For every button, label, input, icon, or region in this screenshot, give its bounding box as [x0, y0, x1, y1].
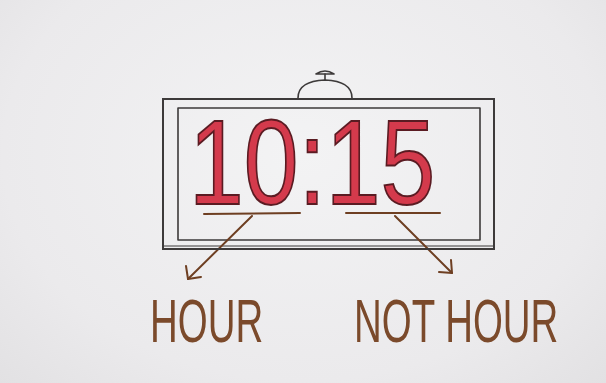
leader-arrow	[395, 216, 452, 273]
bell-stem	[324, 74, 326, 80]
arrow-head	[439, 260, 452, 273]
alarm-bell	[298, 80, 352, 98]
clock-display: 10:15	[162, 98, 495, 250]
time-digits: 10:15	[189, 102, 435, 222]
handwritten-label: NOT HOUR	[354, 290, 558, 352]
handwritten-label: HOUR	[150, 290, 263, 352]
bell-button	[316, 71, 334, 74]
leader-arrow	[188, 216, 252, 279]
arrow-head	[186, 266, 201, 279]
time-digits-row: 10:15	[164, 102, 493, 222]
clock-base-line	[164, 246, 493, 247]
